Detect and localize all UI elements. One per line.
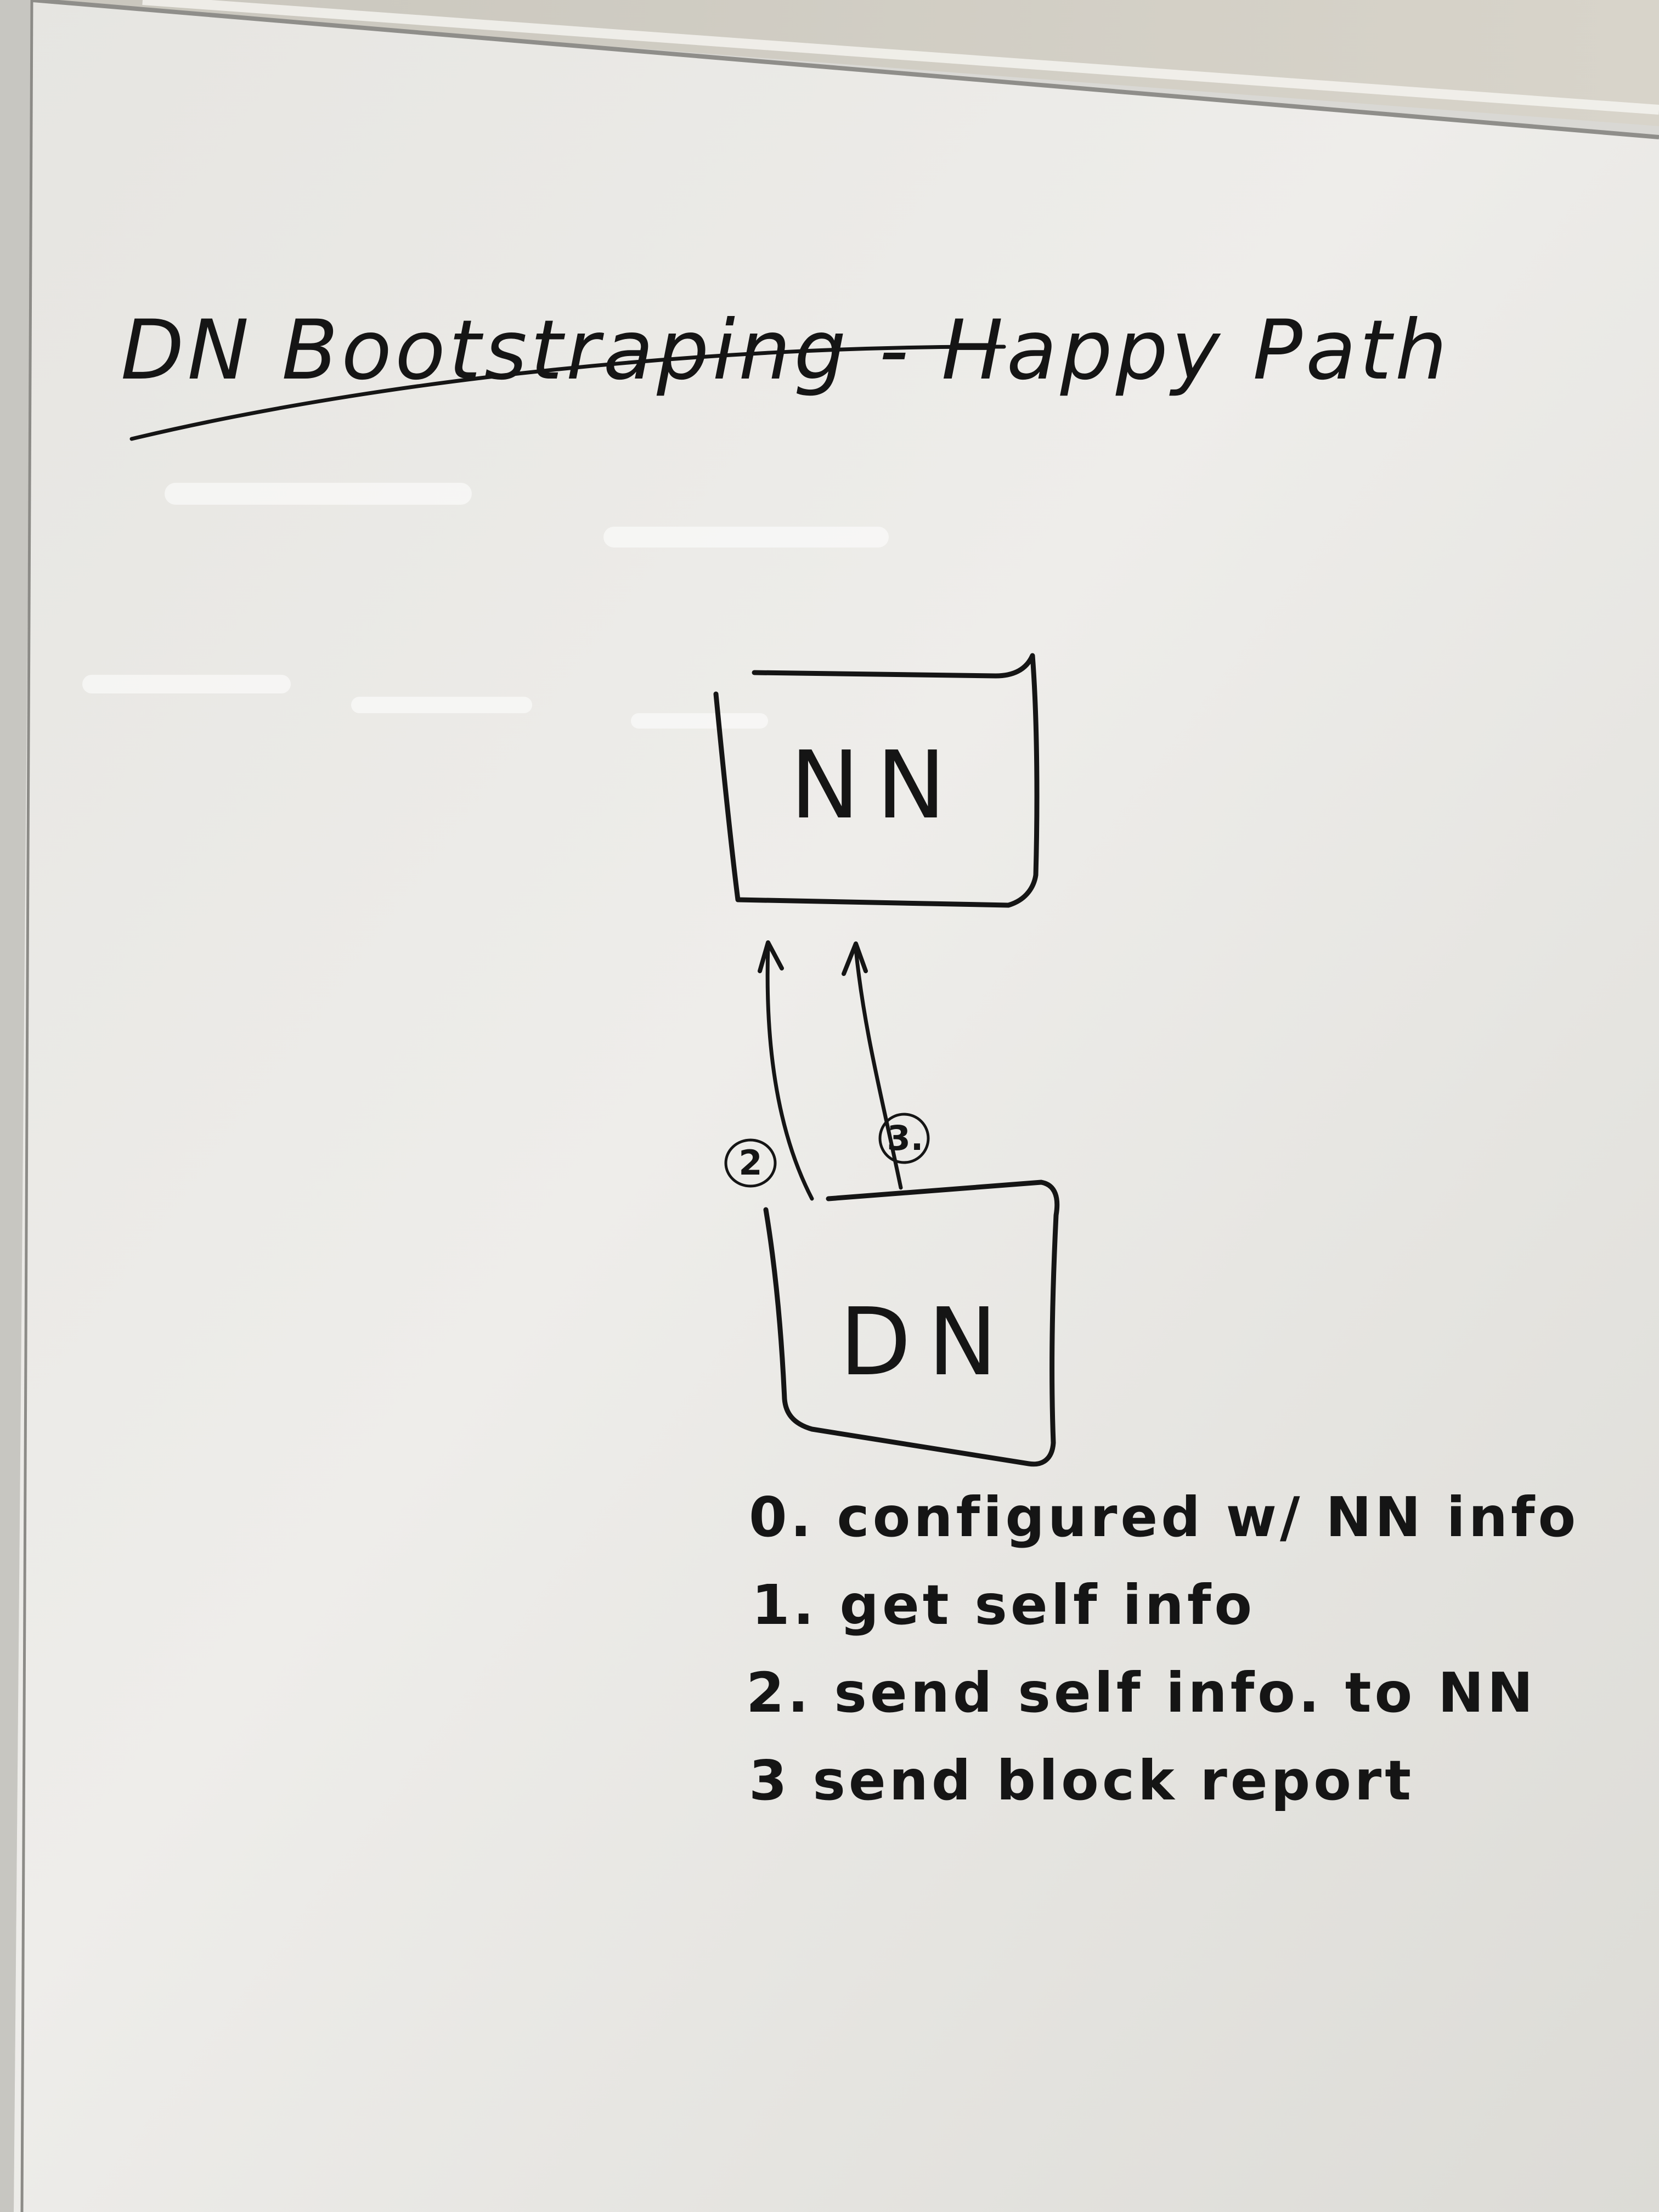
board-frame-top-highlight bbox=[142, 0, 1659, 115]
step-0: 0. configured w/ NN info bbox=[749, 1485, 1579, 1549]
step-1: 1. get self info bbox=[752, 1573, 1255, 1637]
edge-3-label: 3. bbox=[887, 1118, 924, 1158]
title-underline bbox=[129, 345, 1006, 441]
board-frame-left bbox=[0, 0, 33, 2212]
board-frame-left-edge bbox=[20, 0, 33, 2212]
light-reflections bbox=[82, 483, 889, 729]
node-nn: NN bbox=[713, 653, 1040, 908]
dn-box-outline bbox=[763, 1180, 1060, 1467]
step-2: 2. send self info. to NN bbox=[746, 1661, 1536, 1725]
edge-3: 3. bbox=[842, 941, 930, 1190]
nn-box-outline bbox=[713, 653, 1040, 908]
edge-2-circle bbox=[724, 1138, 777, 1188]
edge-2: 2 bbox=[724, 940, 814, 1201]
dn-label: DN bbox=[839, 1288, 1014, 1397]
edge-3-line bbox=[854, 947, 903, 1190]
steps-list: 0. configured w/ NN info 1. get self inf… bbox=[746, 1485, 1579, 1813]
edge-3-circle bbox=[878, 1113, 930, 1164]
node-dn: DN bbox=[763, 1180, 1060, 1467]
edge-3-arrowhead bbox=[842, 941, 868, 976]
nn-label: NN bbox=[790, 731, 962, 840]
board-frame-top-edge bbox=[32, 0, 1659, 139]
edge-2-arrowhead bbox=[758, 940, 784, 973]
whiteboard-surface bbox=[14, 0, 1659, 2212]
edge-2-label: 2 bbox=[738, 1143, 762, 1183]
step-3: 3 send block report bbox=[749, 1748, 1414, 1813]
edge-2-line bbox=[765, 944, 814, 1201]
title-group: DN Bootstraping - Happy Path bbox=[121, 303, 1447, 441]
